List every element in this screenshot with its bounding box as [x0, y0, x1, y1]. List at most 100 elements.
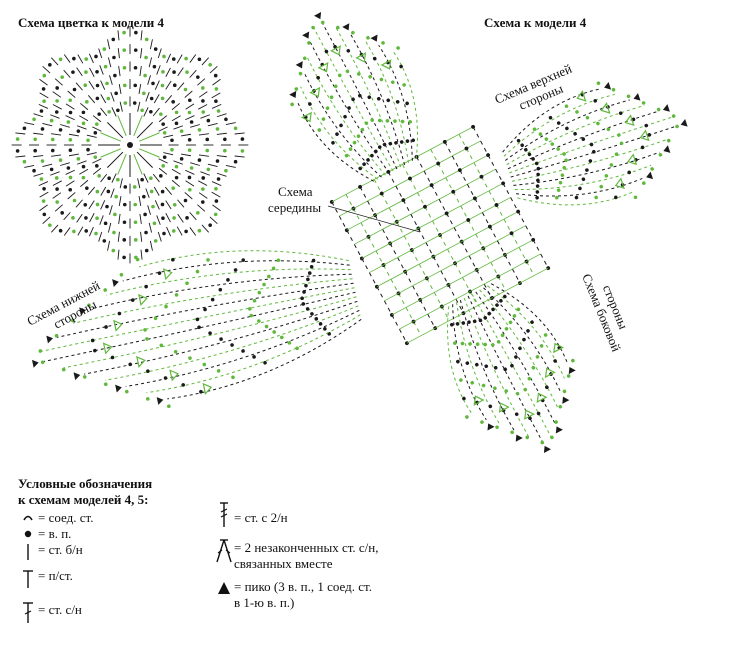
flower-stitch [100, 65, 104, 74]
flower-chain [114, 92, 118, 96]
fan-shell [522, 408, 534, 419]
fan-chain [146, 397, 150, 401]
flower-chain [196, 75, 200, 79]
flower-chain [42, 199, 46, 203]
fan-chain [675, 124, 680, 129]
flower-stitch [157, 65, 161, 74]
fan-chain [585, 168, 590, 173]
fan-picot [559, 395, 569, 404]
fan-chain [367, 95, 372, 100]
double-crochet-icon [18, 602, 38, 624]
fan-picot [115, 383, 123, 392]
flower-stitch [186, 181, 194, 186]
flower-chain [96, 190, 100, 194]
fan-chain [366, 35, 371, 40]
fan-chain [535, 195, 540, 200]
flower-chain [188, 111, 192, 115]
legend-item-single-crochet: = ст. б/н [18, 542, 83, 564]
flower-chain [73, 199, 77, 203]
flower-chain [32, 117, 36, 121]
fan-chain [570, 358, 575, 363]
fan-chain [614, 152, 619, 157]
flower-chain [175, 165, 179, 169]
flower-chain [94, 55, 98, 59]
fan-picot [645, 172, 653, 181]
flower-chain [188, 176, 192, 180]
flower-chain [188, 188, 192, 192]
flower-stitch [89, 54, 93, 63]
flower-chain [224, 117, 228, 121]
half-double-crochet-icon [18, 568, 38, 590]
flower-chain [172, 70, 176, 74]
flower-stitch [202, 225, 209, 232]
flower-chain [94, 232, 98, 236]
fan-picot [679, 119, 687, 128]
fan-chain [298, 71, 303, 76]
flower-stitch [64, 212, 71, 219]
fan-chain [573, 132, 578, 137]
fan-picot [541, 444, 551, 453]
flower-chain [149, 176, 153, 180]
flower-stitch [166, 213, 171, 222]
flower-chain [144, 231, 148, 235]
fan-chain [310, 312, 314, 316]
fan-chain [527, 376, 532, 381]
flower-stitch [141, 48, 142, 58]
flower-chain [153, 222, 157, 226]
flower-chain [207, 168, 211, 172]
grid-chain [442, 139, 447, 144]
fan-chain [362, 162, 367, 167]
flower-spoke [137, 122, 153, 138]
fan-picot [314, 12, 324, 21]
flower-chain [112, 231, 116, 235]
fan-chain [308, 271, 312, 275]
flower-stitch [166, 68, 171, 77]
flower-stitch [69, 154, 79, 156]
flower-stitch [50, 115, 59, 119]
flower-spoke [118, 154, 126, 174]
fan-shell [357, 53, 369, 64]
flower-stitch [33, 156, 43, 157]
flower-chain [67, 120, 71, 124]
flower-chain [84, 216, 88, 220]
flower-chain [68, 98, 72, 102]
fan-chain [566, 374, 571, 379]
fan-chain [263, 361, 267, 365]
flower-chain [95, 164, 99, 168]
flower-stitch [217, 173, 227, 176]
fan-chain [324, 49, 329, 54]
fan-chain [167, 404, 171, 408]
flower-chain [48, 223, 52, 227]
flower-stitch [235, 133, 245, 134]
flower-stitch [92, 159, 101, 163]
fan-chain [514, 412, 519, 417]
dc2tog-icon [214, 538, 234, 564]
fan-chain [372, 56, 377, 61]
flower-stitch [112, 174, 116, 183]
flower-stitch [139, 84, 141, 94]
flower-chain [208, 63, 212, 67]
flower-chain [214, 187, 218, 191]
fan-chain [233, 268, 237, 272]
fan-chain [188, 356, 192, 360]
flower-chain [173, 203, 177, 207]
flower-stitch [77, 214, 83, 222]
flower-stitch [118, 30, 119, 40]
fan-body [259, 0, 450, 199]
fan-chain [294, 87, 299, 92]
flower-chain [180, 129, 184, 133]
flower-stitch [139, 196, 141, 206]
flower-chain [161, 97, 165, 101]
flower-chain [198, 128, 202, 132]
flower-chain [133, 84, 137, 88]
flower-stitch [111, 92, 114, 101]
flower-chain [51, 149, 55, 153]
fan-chain [396, 46, 401, 51]
flower-stitch [166, 201, 171, 209]
flower-chain [185, 216, 189, 220]
flower-chain [85, 100, 89, 104]
fan-chain [492, 386, 497, 391]
grid-chain [329, 199, 334, 204]
fan-chain [470, 380, 475, 385]
flower-chain [216, 127, 220, 131]
